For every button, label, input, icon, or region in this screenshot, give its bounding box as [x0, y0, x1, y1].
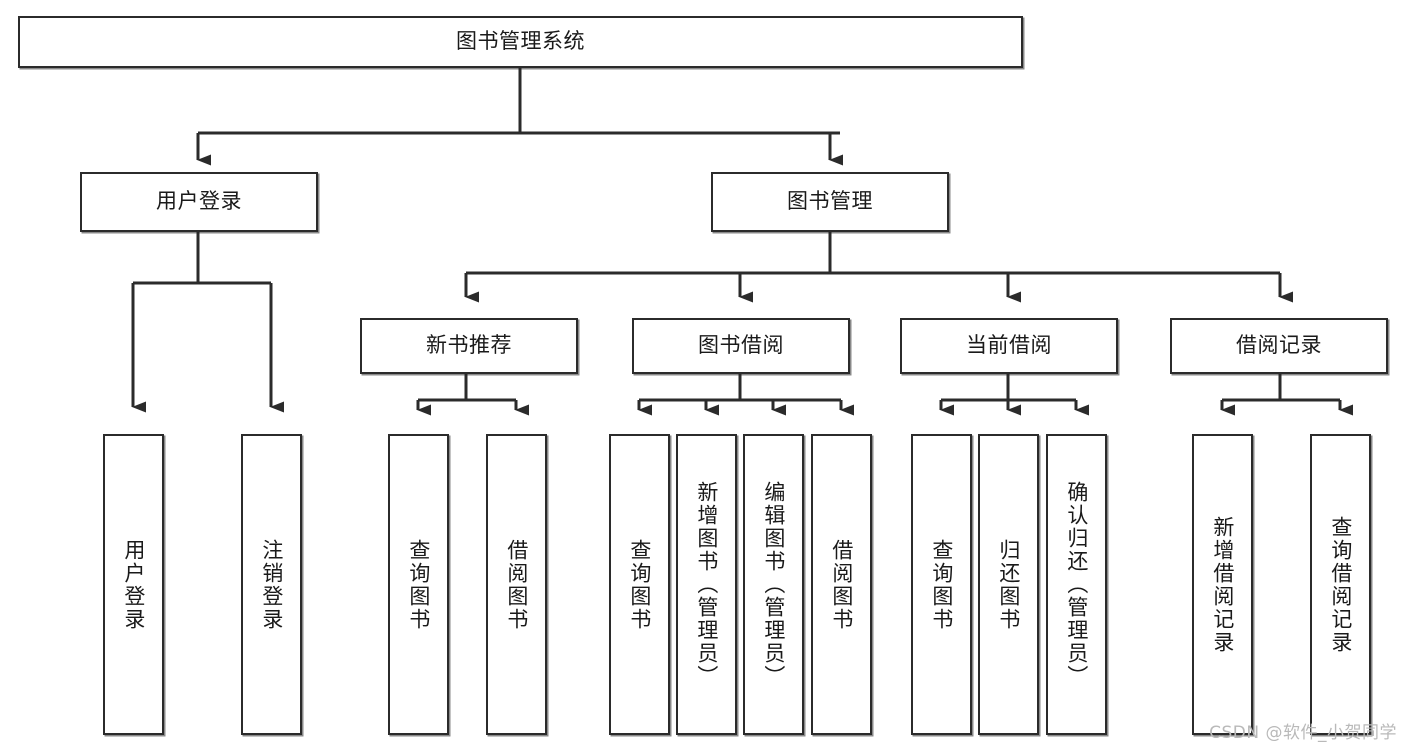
node-label: 编辑图书（管理员） [761, 481, 786, 688]
leaf-book-borrow-query-book[interactable]: 查询图书 [609, 434, 670, 735]
leaf-user-login-logout[interactable]: 注销登录 [241, 434, 302, 735]
node-label: 新书推荐 [426, 333, 512, 358]
node-label: 查询图书 [627, 538, 652, 631]
node-label: 新增借阅记录 [1210, 515, 1235, 654]
node-label: 借阅图书 [829, 538, 854, 631]
node-book-borrow[interactable]: 图书借阅 [632, 318, 850, 374]
leaf-book-borrow-borrow-book[interactable]: 借阅图书 [811, 434, 872, 735]
node-label: 新增图书（管理员） [694, 481, 719, 688]
node-root-book-management-system[interactable]: 图书管理系统 [18, 16, 1023, 68]
node-label: 注销登录 [259, 538, 284, 631]
node-current-borrow[interactable]: 当前借阅 [900, 318, 1118, 374]
leaf-current-borrow-query-book[interactable]: 查询图书 [911, 434, 972, 735]
leaf-current-borrow-confirm-return-admin[interactable]: 确认归还（管理员） [1046, 434, 1107, 735]
node-book-management[interactable]: 图书管理 [711, 172, 949, 232]
leaf-new-book-borrow-book[interactable]: 借阅图书 [486, 434, 547, 735]
node-new-book-recommend[interactable]: 新书推荐 [360, 318, 578, 374]
leaf-book-borrow-edit-book-admin[interactable]: 编辑图书（管理员） [743, 434, 804, 735]
node-label: 图书管理系统 [456, 29, 585, 54]
node-label: 查询图书 [406, 538, 431, 631]
node-user-login[interactable]: 用户登录 [80, 172, 318, 232]
leaf-borrow-record-add-record[interactable]: 新增借阅记录 [1192, 434, 1253, 735]
node-label: 借阅记录 [1236, 333, 1322, 358]
leaf-current-borrow-return-book[interactable]: 归还图书 [978, 434, 1039, 735]
node-label: 查询借阅记录 [1328, 515, 1353, 654]
node-label: 图书借阅 [698, 333, 784, 358]
node-label: 确认归还（管理员） [1064, 481, 1089, 688]
node-label: 图书管理 [787, 189, 873, 214]
leaf-book-borrow-add-book-admin[interactable]: 新增图书（管理员） [676, 434, 737, 735]
node-label: 当前借阅 [966, 333, 1052, 358]
node-label: 用户登录 [156, 189, 242, 214]
leaf-user-login-login[interactable]: 用户登录 [103, 434, 164, 735]
node-label: 查询图书 [929, 538, 954, 631]
node-label: 用户登录 [121, 538, 146, 631]
leaf-borrow-record-query-record[interactable]: 查询借阅记录 [1310, 434, 1371, 735]
node-label: 归还图书 [996, 538, 1021, 631]
node-label: 借阅图书 [504, 538, 529, 631]
node-borrow-record[interactable]: 借阅记录 [1170, 318, 1388, 374]
leaf-new-book-query-book[interactable]: 查询图书 [388, 434, 449, 735]
